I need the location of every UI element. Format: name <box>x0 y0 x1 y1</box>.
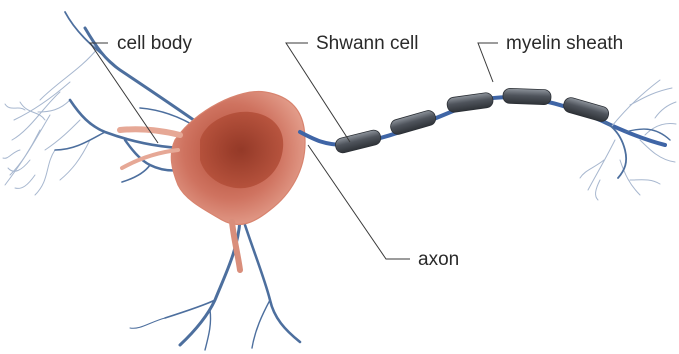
myelin-sheath-label: myelin sheath <box>506 34 623 53</box>
lower-dendrites <box>130 220 300 350</box>
axon-label: axon <box>418 250 459 269</box>
schwann-cell-label: Shwann cell <box>316 34 418 53</box>
cell-body-label: cell body <box>117 34 192 53</box>
myelin-segment <box>503 88 551 105</box>
axon-terminals <box>580 80 676 200</box>
left-dendrite-branches <box>3 48 98 195</box>
myelin-sheath-leader <box>478 43 498 82</box>
cell-body <box>120 92 305 270</box>
axon-terminal-main <box>605 122 670 178</box>
axon-leader <box>308 145 410 259</box>
myelin-segment <box>446 92 494 113</box>
myelin-segment <box>562 96 610 123</box>
myelin-segment <box>389 109 437 136</box>
myelin-sheath <box>334 88 610 154</box>
myelin-segment <box>334 129 382 155</box>
